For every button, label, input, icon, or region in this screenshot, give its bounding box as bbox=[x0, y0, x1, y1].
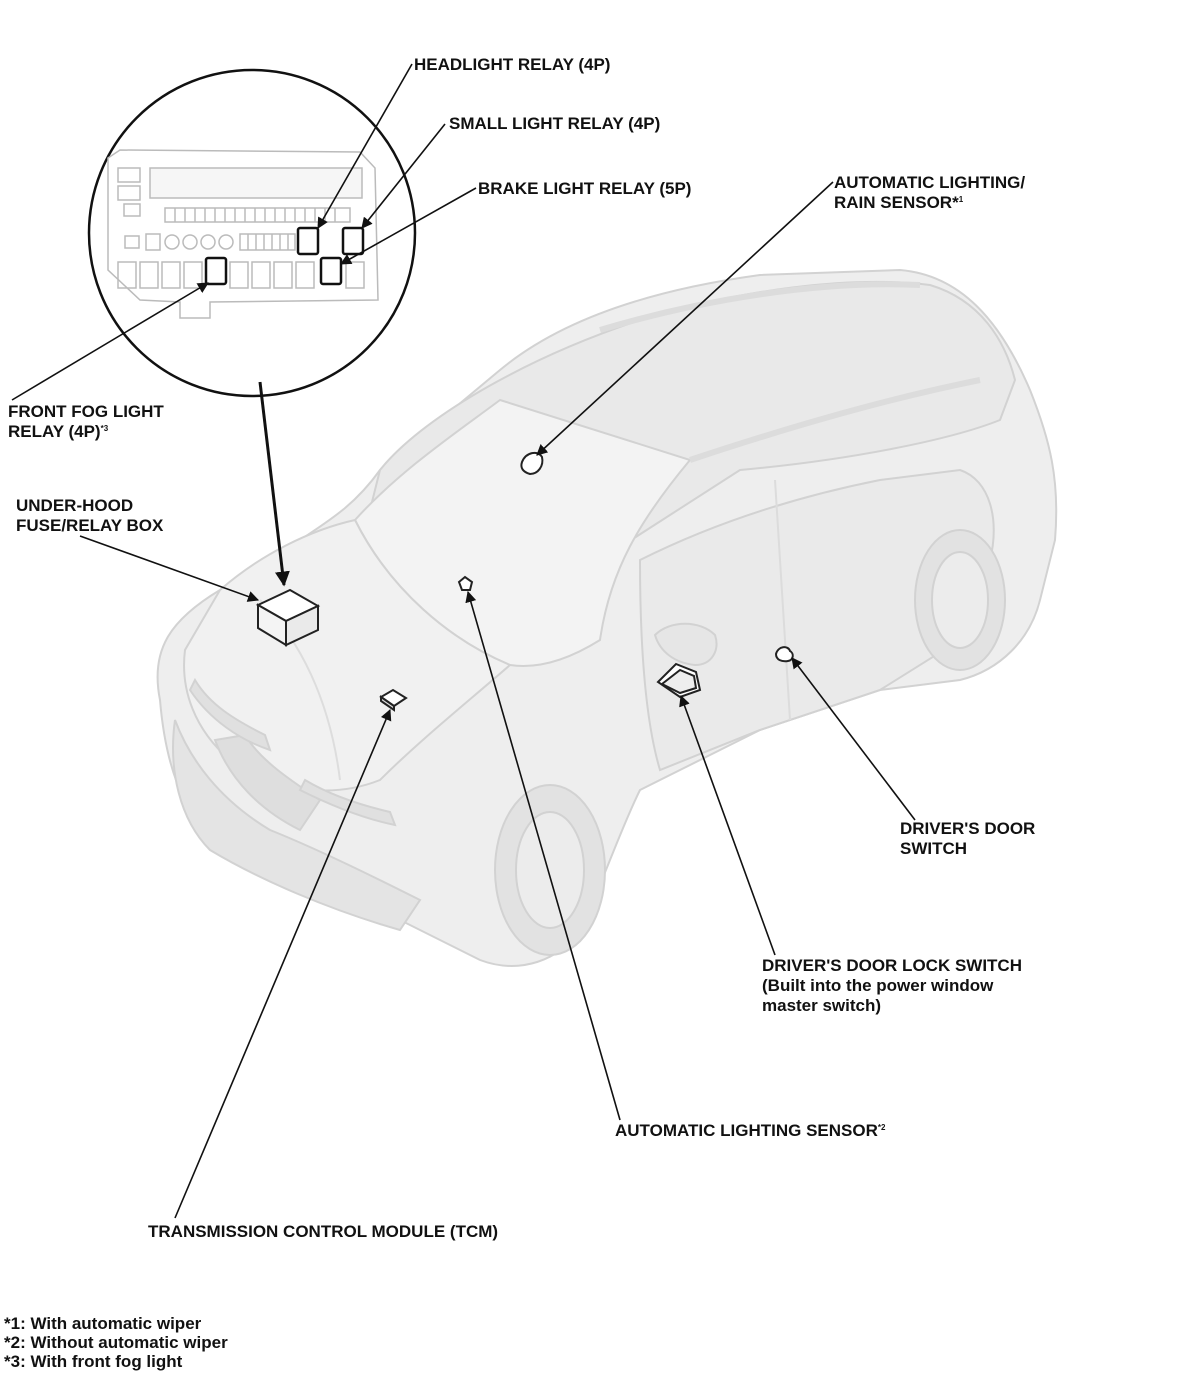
leader-brake-light-relay bbox=[340, 187, 477, 265]
label-headlight-relay: HEADLIGHT RELAY (4P) bbox=[414, 55, 611, 74]
label-brake-light-relay: BRAKE LIGHT RELAY (5P) bbox=[478, 179, 692, 198]
magnifier-connector bbox=[258, 381, 290, 587]
leader-small-light-relay bbox=[361, 123, 446, 229]
leader-fog-light-relay bbox=[11, 282, 209, 401]
label-drivers-door-lock-switch: DRIVER'S DOOR LOCK SWITCH (Built into th… bbox=[762, 956, 1022, 1015]
rain-sensor-shape bbox=[520, 451, 544, 476]
headlight-relay-shape bbox=[296, 226, 320, 256]
brake-light-relay-shape bbox=[319, 256, 343, 286]
leader-tcm bbox=[174, 708, 392, 1219]
footnote-1: *1: With automatic wiper bbox=[4, 1314, 202, 1333]
footnotes: *1: With automatic wiper *2: Without aut… bbox=[4, 1314, 228, 1371]
label-drivers-door-switch: DRIVER'S DOOR SWITCH bbox=[900, 819, 1036, 858]
leader-rain-sensor bbox=[536, 181, 834, 456]
label-small-light-relay: SMALL LIGHT RELAY (4P) bbox=[449, 114, 661, 133]
leader-door-lock-switch bbox=[679, 694, 776, 956]
under-hood-fuse-box-shape bbox=[255, 588, 321, 647]
leader-auto-lighting-sensor bbox=[465, 590, 621, 1121]
footnote-2: *2: Without automatic wiper bbox=[4, 1333, 228, 1352]
vehicle-illustration bbox=[156, 268, 1058, 967]
fuse-box-magnifier bbox=[87, 68, 417, 398]
component-shapes bbox=[255, 451, 794, 712]
footnote-3: *3: With front fog light bbox=[4, 1352, 183, 1371]
leader-headlight-relay bbox=[317, 63, 413, 229]
label-under-hood-fuse-relay-box: UNDER-HOOD FUSE/RELAY BOX bbox=[16, 496, 164, 535]
label-tcm: TRANSMISSION CONTROL MODULE (TCM) bbox=[148, 1222, 499, 1241]
small-light-relay-shape bbox=[341, 226, 365, 256]
label-automatic-lighting-sensor: AUTOMATIC LIGHTING SENSOR*2 bbox=[615, 1121, 886, 1140]
leader-under-hood-box bbox=[79, 535, 260, 602]
leader-lines bbox=[11, 63, 916, 1219]
fog-light-relay-shape bbox=[204, 256, 228, 286]
label-front-fog-light-relay: FRONT FOG LIGHT RELAY (4P)*3 bbox=[8, 402, 164, 441]
auto-lighting-sensor-shape bbox=[457, 575, 474, 591]
door-switch-shape bbox=[774, 646, 794, 663]
leader-door-switch bbox=[791, 657, 916, 821]
label-auto-lighting-rain-sensor: AUTOMATIC LIGHTING/ RAIN SENSOR*1 bbox=[834, 173, 1026, 212]
